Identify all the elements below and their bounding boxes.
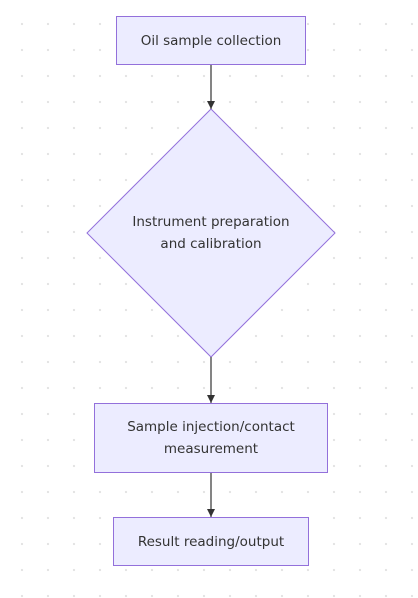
node-label-measurement: Sample injection/contact measurement xyxy=(127,419,295,457)
node-label-collection: Oil sample collection xyxy=(140,32,282,49)
process-node-collection: Oil sample collection xyxy=(116,16,306,65)
process-node-measurement: Sample injection/contact measurement xyxy=(94,403,328,473)
process-node-result: Result reading/output xyxy=(113,517,309,566)
node-label-preparation: Instrument preparation and calibration xyxy=(132,214,290,252)
node-label-result: Result reading/output xyxy=(137,533,285,550)
